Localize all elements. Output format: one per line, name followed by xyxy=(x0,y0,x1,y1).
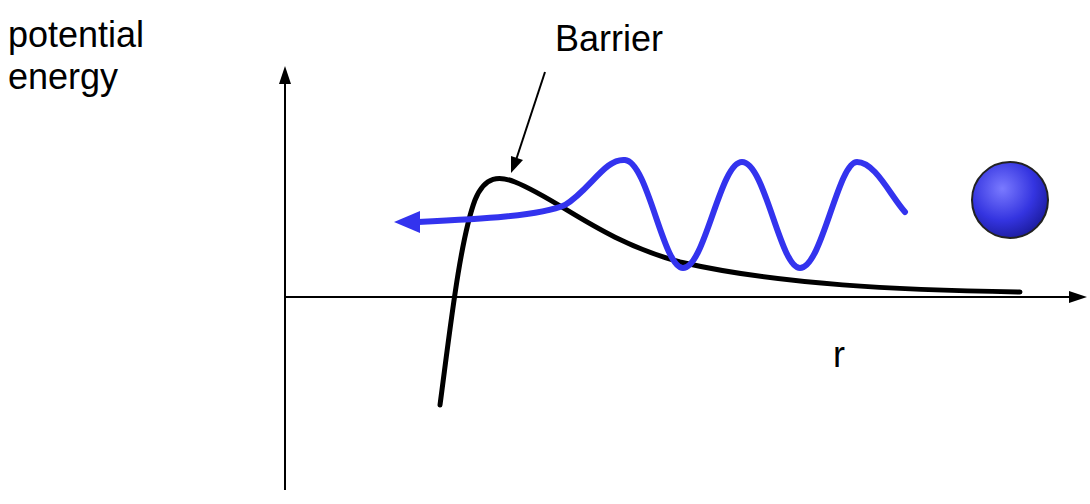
particle-ball xyxy=(972,162,1048,238)
y-axis xyxy=(284,80,286,490)
axis-label: potential energy xyxy=(8,14,183,98)
leader-line xyxy=(516,72,545,160)
wave-path xyxy=(418,160,905,268)
leader-arrowhead xyxy=(511,156,523,173)
axis-label: r xyxy=(833,334,845,376)
wave-arrowhead xyxy=(394,211,420,233)
x-axis xyxy=(285,296,1072,298)
callout-label: Barrier xyxy=(555,18,663,60)
y-axis-arrowhead xyxy=(279,66,291,84)
x-axis-arrowhead xyxy=(1069,291,1087,303)
